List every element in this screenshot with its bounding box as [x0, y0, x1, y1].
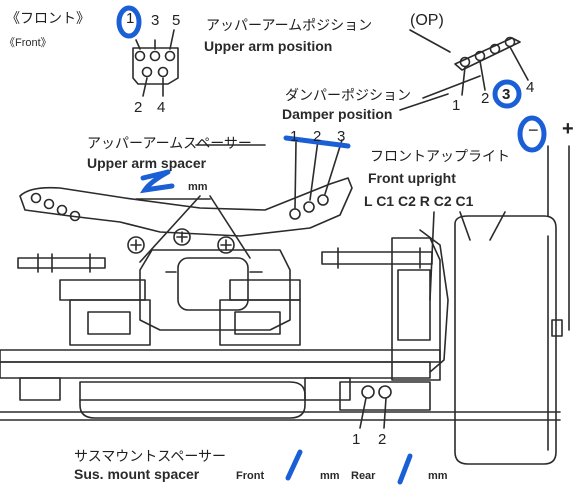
upper-arm-hole-4: 4 [526, 79, 535, 96]
sus-mount-rear-label: Rear [351, 470, 376, 482]
sus-mount-spacer-jp: サスマウントスペーサー [74, 449, 227, 465]
front-title-en: 《Front》 [4, 37, 52, 49]
upper-arm-spacer-jp: アッパーアームスペーサー [87, 136, 252, 152]
sus-mount-front-unit: mm [320, 470, 340, 482]
upper-arm-position-jp: アッパーアームポジション [206, 18, 373, 34]
upper-arm-position-en: Upper arm position [204, 38, 333, 54]
damper-hole-2: 2 [313, 128, 322, 145]
upper-arm-spacer-unit: mm [188, 181, 208, 193]
option-tag: (OP) [410, 12, 444, 29]
sus-mount-rear-unit: mm [428, 470, 448, 482]
handwritten-marks [116, 5, 547, 485]
front-hole-5: 5 [172, 12, 181, 29]
front-hole-2: 2 [134, 99, 143, 116]
damper-hole-3: 3 [337, 128, 346, 145]
sus-mount-hole-2: 2 [378, 431, 387, 448]
front-hole-4: 4 [157, 99, 166, 116]
front-upright-en: Front upright [368, 170, 456, 186]
sus-mount-front-label: Front [236, 470, 265, 482]
sus-mount-hole-1: 1 [352, 431, 361, 448]
camber-plus: + [562, 118, 574, 140]
upper-arm-hole-2: 2 [481, 90, 490, 107]
front-hole-1: 1 [126, 10, 135, 27]
front-upright-jp: フロントアップライト [370, 149, 510, 165]
sus-mount-spacer-en: Sus. mount spacer [74, 466, 200, 482]
front-upright-options: L C1 C2 R C2 C1 [364, 193, 474, 209]
damper-position-jp: ダンパーポジション [285, 88, 411, 104]
damper-hole-1: 1 [290, 128, 299, 145]
upper-arm-hole-3: 3 [502, 86, 511, 103]
upper-arm-spacer-en: Upper arm spacer [87, 155, 207, 171]
damper-position-en: Damper position [282, 106, 393, 122]
camber-minus: − [528, 120, 539, 140]
front-hole-3: 3 [151, 12, 160, 29]
upper-arm-hole-1: 1 [452, 97, 461, 114]
front-title-jp: 《フロント》 [6, 11, 90, 27]
